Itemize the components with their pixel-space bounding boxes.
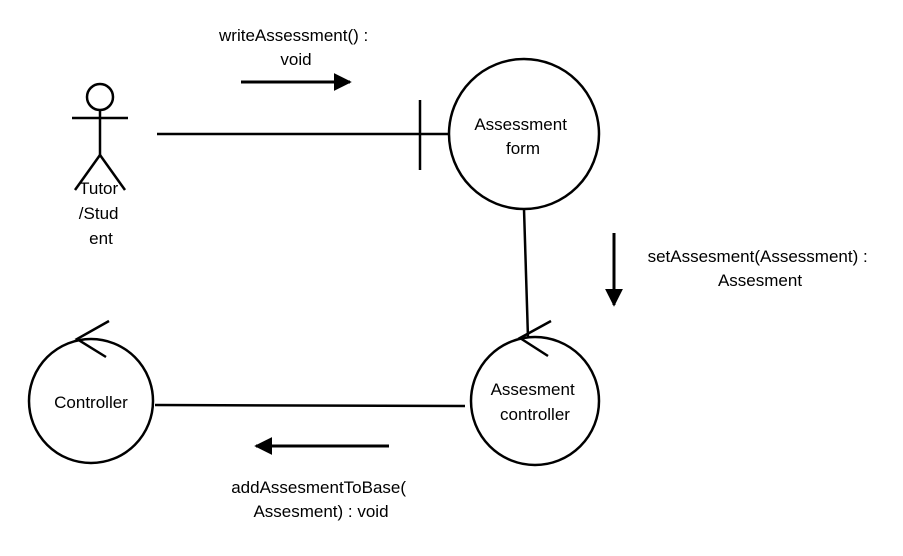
- actor-left-leg: [73, 154, 102, 191]
- assessment-form-label: Assessment form: [474, 115, 571, 158]
- control-assesment-controller: [469, 319, 601, 467]
- actor-label-line-3: ent: [89, 229, 113, 248]
- actor-label-line-1: Tutor: [79, 179, 118, 198]
- controller-arrow-mark: [74, 319, 110, 359]
- control-controller: [27, 319, 155, 465]
- controller-circle: [27, 337, 155, 465]
- link-form-to-assesment-controller: [522, 208, 530, 339]
- actor-head: [85, 82, 115, 112]
- assessment-form-label-line-1: Assessment: [474, 115, 567, 134]
- assessment-form-label-line-2: form: [506, 139, 540, 158]
- assesment-controller-label: Assesment controller: [491, 380, 580, 424]
- link-assesment-controller-to-controller: [154, 403, 466, 408]
- assesment-controller-label-line-1: Assesment: [491, 380, 575, 399]
- assesment-controller-arrow-mark: [517, 319, 552, 358]
- controller-label: Controller: [54, 393, 128, 412]
- actor-label: Tutor /Stud ent: [79, 179, 123, 248]
- actor-label-line-2: /Stud: [79, 204, 119, 223]
- assesment-controller-label-line-2: controller: [500, 405, 570, 424]
- message-add-line-2: Assesment) : void: [253, 502, 388, 521]
- message-add-line-1: addAssesmentToBase(: [231, 478, 406, 497]
- message-label-write: writeAssessment() : void: [218, 26, 373, 69]
- boundary-circle: [447, 57, 601, 211]
- assesment-controller-circle: [469, 335, 601, 467]
- message-set-line-1: setAssesment(Assessment) :: [648, 247, 868, 266]
- message-label-add: addAssesmentToBase( Assesment) : void: [231, 478, 411, 521]
- message-write-line-2: void: [280, 50, 311, 69]
- message-write-line-1: writeAssessment() :: [218, 26, 368, 45]
- actor-right-leg: [98, 154, 127, 191]
- actor-tutor-student: [72, 82, 128, 191]
- controller-label-line-1: Controller: [54, 393, 128, 412]
- message-set-line-2: Assesment: [718, 271, 802, 290]
- message-label-set: setAssesment(Assessment) : Assesment: [648, 247, 873, 290]
